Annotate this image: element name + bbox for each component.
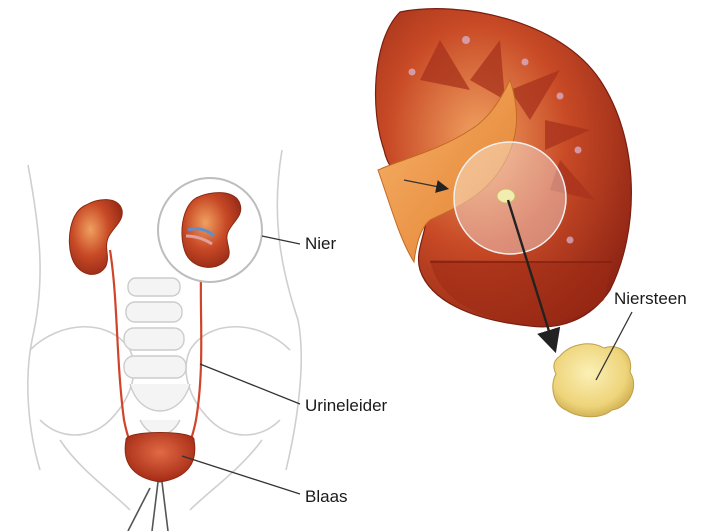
spine	[124, 278, 190, 435]
label-bladder: Blaas	[305, 487, 348, 507]
label-kidney-stone: Niersteen	[614, 289, 687, 309]
kidney-cross-section	[376, 9, 632, 327]
small-kidney-stone	[497, 189, 515, 203]
kidney-stone-icon	[553, 344, 634, 417]
label-kidney: Nier	[305, 234, 336, 254]
kidney-magnifier	[158, 178, 262, 282]
label-ureter: Urineleider	[305, 396, 387, 416]
left-kidney	[69, 200, 122, 275]
urethra	[128, 482, 168, 531]
